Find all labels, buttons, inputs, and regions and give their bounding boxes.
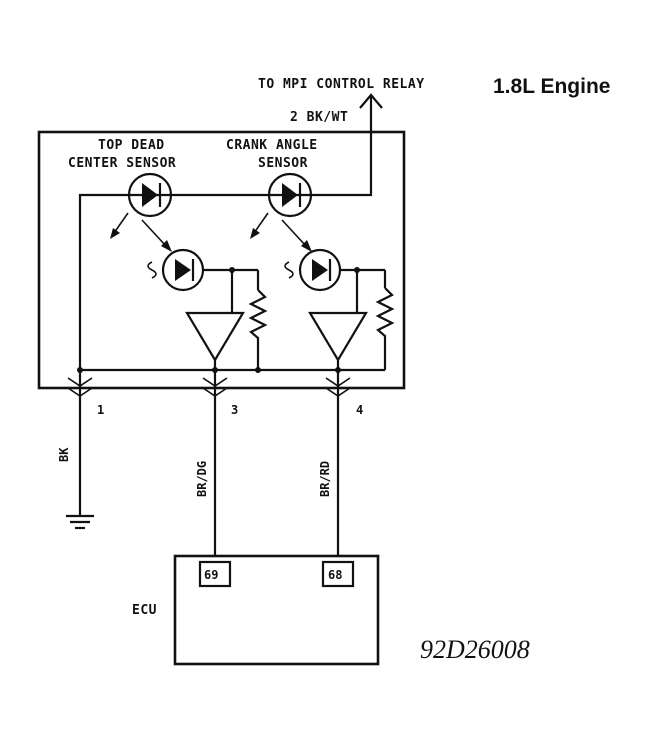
ecu-pin-69-label: 69 [204, 568, 218, 582]
ecu-pin-69-box [198, 560, 232, 588]
ecu-pin-68-box [321, 560, 355, 588]
tdc-amplifier-icon [185, 267, 260, 363]
relay-label: TO MPI CONTROL RELAY [258, 77, 425, 92]
tdc-light-arrows-icon [110, 212, 172, 252]
pin-3-connector-icon [202, 370, 228, 556]
crank-sensor-label-2: SENSOR [258, 156, 308, 171]
tdc-sensor-label-1: TOP DEAD [98, 138, 165, 153]
pin-1-label: 1 [97, 403, 104, 417]
crank-photodiode-icon [284, 248, 357, 292]
figure-code: 92D26008 [420, 635, 530, 664]
tdc-sensor-label-2: CENTER SENSOR [68, 156, 176, 171]
wire-brrd-label: BR/RD [318, 461, 332, 497]
relay-arrow-icon [359, 93, 383, 109]
tdc-photodiode-icon [147, 248, 232, 292]
wire-brdg-label: BR/DG [195, 461, 209, 497]
crank-resistor-icon [375, 287, 395, 370]
ecu-label: ECU [132, 603, 157, 618]
pin-4-label: 4 [356, 403, 363, 417]
sensor-module-box [37, 130, 406, 390]
engine-title: 1.8L Engine [493, 75, 610, 98]
crank-amplifier-icon [308, 267, 387, 363]
pin-1-connector-icon [67, 370, 93, 516]
ecu-pin-68-label: 68 [328, 568, 342, 582]
crank-emitter-led-icon [267, 172, 313, 218]
pin-3-label: 3 [231, 403, 238, 417]
tdc-emitter-led-icon [127, 172, 173, 218]
ecu-box [173, 554, 380, 666]
relay-wire-label: 2 BK/WT [290, 110, 348, 125]
wire-bk-label: BK [57, 447, 71, 462]
crank-sensor-label-1: CRANK ANGLE [226, 138, 318, 153]
tdc-resistor-icon [248, 289, 268, 370]
pin-4-connector-icon [325, 370, 351, 556]
crank-light-arrows-icon [250, 212, 312, 252]
relay-wire [78, 96, 373, 370]
ground-icon [66, 514, 94, 530]
